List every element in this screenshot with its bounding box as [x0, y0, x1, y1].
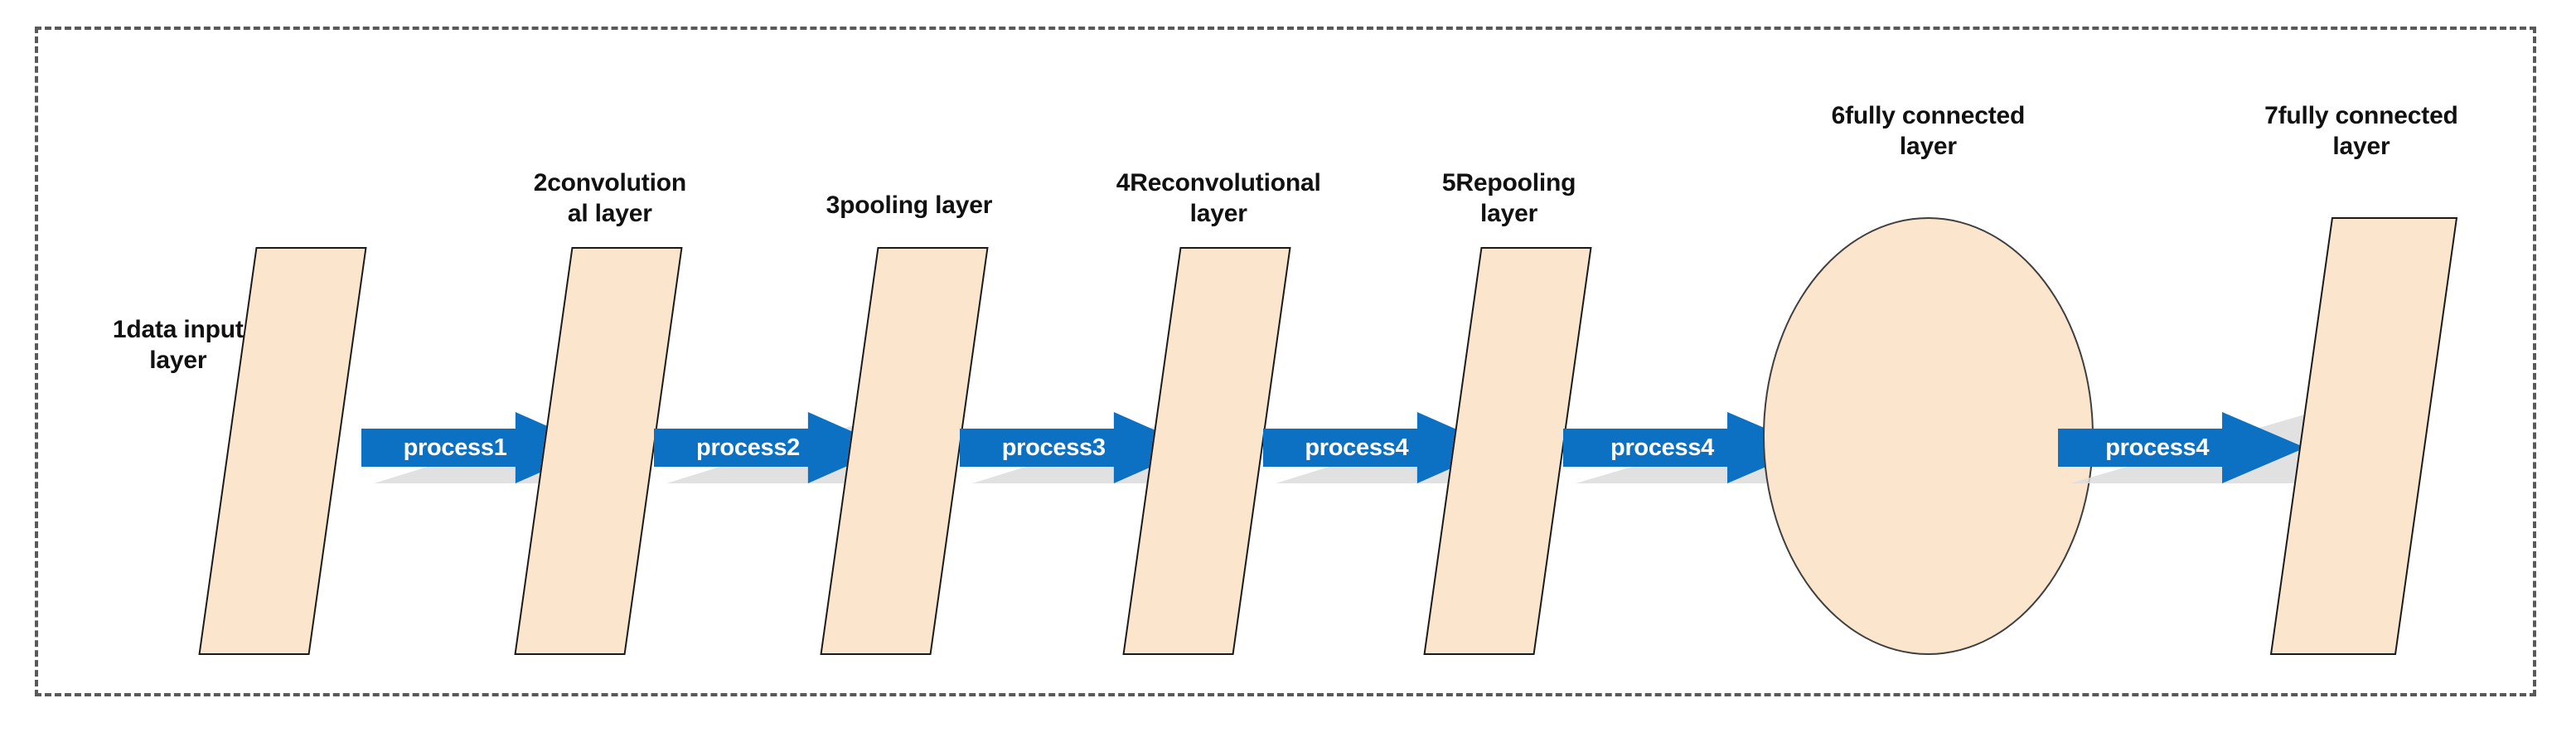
node-label-reconvolutional-layer: 4Reconvolutional layer — [1116, 169, 1321, 227]
node-label-data-input-layer: 1data input layer — [112, 316, 244, 374]
node-fully-connected-layer-1[interactable] — [1762, 217, 2094, 655]
arrow-process4-c-icon — [2058, 412, 2314, 483]
node-label-fully-connected-layer-1: 6fully connected layer — [1831, 102, 2026, 160]
node-label-fully-connected-layer-2: 7fully connected layer — [2264, 102, 2458, 160]
arrow-process4-a-icon — [1262, 412, 1505, 483]
node-label-pooling-layer: 3pooling layer — [826, 192, 993, 219]
diagram-dashed-frame — [35, 27, 2536, 696]
arrow-process4-b-icon — [1563, 412, 1818, 483]
arrow-process4-c[interactable]: process4 — [2058, 412, 2314, 483]
arrow-process2-icon — [654, 412, 897, 483]
node-label-convolutional-layer: 2convolution al layer — [533, 169, 686, 227]
node-label-repooling-layer: 5Repooling layer — [1441, 169, 1576, 227]
arrow-process3-icon — [959, 412, 1203, 483]
